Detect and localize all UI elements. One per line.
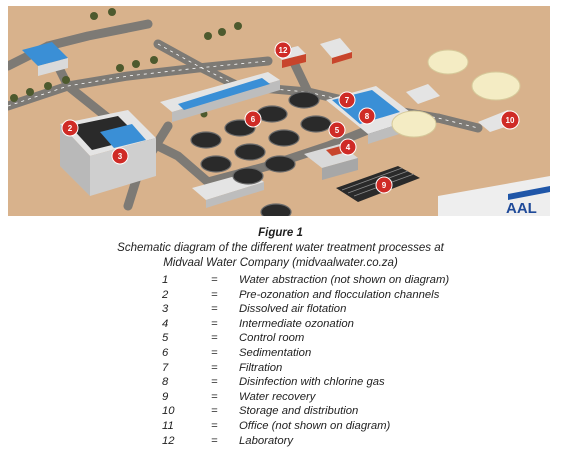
marker-4: 4	[339, 138, 357, 156]
marker-2-label: 2	[68, 124, 73, 133]
legend-separator: =	[211, 332, 218, 345]
legend-row: 1 = Water abstraction (not shown on diagra…	[162, 273, 542, 288]
legend-separator: =	[211, 419, 218, 432]
legend-row: 10 = Storage and distribution	[162, 404, 542, 419]
legend-text: Control room	[239, 332, 305, 345]
marker-7-label: 7	[345, 96, 350, 105]
road-markings	[8, 43, 479, 129]
figure-caption: Figure 1 Schematic diagram of the differ…	[0, 226, 561, 271]
marker-4-label: 4	[346, 143, 351, 152]
marker-12-label: 12	[279, 46, 288, 55]
lab-and-sheds	[274, 38, 520, 132]
legend-text: Pre-ozonation and flocculation channels	[239, 288, 440, 301]
legend-separator: =	[211, 434, 218, 447]
legend-separator: =	[211, 390, 218, 403]
legend-number: 11	[162, 419, 174, 432]
marker-8: 8	[358, 107, 376, 125]
marker-7: 7	[338, 91, 356, 109]
marker-2: 2	[61, 119, 79, 137]
marker-6: 6	[244, 110, 262, 128]
legend-row: 6 = Sedimentation	[162, 346, 542, 361]
legend-text: Dissolved air flotation	[239, 303, 347, 316]
plant-illustration: AAL 12 2 3 6 7 8 5	[8, 6, 550, 216]
legend-row: 2 = Pre-ozonation and flocculation channel…	[162, 288, 542, 303]
legend-separator: =	[211, 346, 218, 359]
marker-10-label: 10	[506, 116, 515, 125]
legend-text: Office (not shown on diagram)	[239, 419, 391, 432]
marker-9-label: 9	[382, 181, 387, 190]
legend-row: 8 = Disinfection with chlorine gas	[162, 375, 542, 390]
legend-separator: =	[211, 361, 218, 374]
legend-row: 4 = Intermediate ozonation	[162, 317, 542, 332]
marker-8-label: 8	[365, 112, 370, 121]
building-top-left	[22, 42, 68, 76]
legend-number: 8	[162, 376, 169, 389]
caption-line-1: Schematic diagram of the different water…	[117, 242, 444, 254]
marker-5: 5	[328, 121, 346, 139]
legend-text: Water recovery	[239, 390, 316, 403]
legend-number: 6	[162, 346, 169, 359]
figure-title: Figure 1	[258, 227, 303, 239]
legend-number: 2	[162, 288, 169, 301]
legend-row: 11 = Office (not shown on diagram)	[162, 419, 542, 434]
legend-separator: =	[211, 274, 218, 286]
legend-number: 1	[162, 274, 169, 286]
legend-text: Water abstraction (not shown on diagram)	[239, 274, 450, 286]
legend-text: Storage and distribution	[239, 405, 359, 418]
legend-number: 3	[162, 303, 169, 316]
building-sedimentation-channel	[160, 72, 280, 122]
legend-text: Disinfection with chlorine gas	[239, 376, 385, 389]
storage-tanks	[391, 49, 521, 138]
marker-9: 9	[375, 176, 393, 194]
marker-12: 12	[274, 41, 292, 59]
building-flotation	[60, 110, 156, 196]
legend-separator: =	[211, 288, 218, 301]
legend-number: 10	[162, 405, 175, 418]
legend-separator: =	[211, 376, 218, 389]
legend: 1 = Water abstraction (not shown on diagra…	[162, 273, 542, 448]
legend-number: 5	[162, 332, 169, 345]
legend-row: 3 = Dissolved air flotation	[162, 302, 542, 317]
marker-3-label: 3	[118, 152, 123, 161]
legend-separator: =	[211, 405, 218, 418]
caption-line-2: Midvaal Water Company (midvaalwater.co.z…	[163, 257, 398, 269]
marker-3: 3	[111, 147, 129, 165]
marker-6-label: 6	[251, 115, 256, 124]
marker-5-label: 5	[335, 126, 340, 135]
legend-number: 4	[162, 317, 169, 330]
legend-text: Filtration	[239, 361, 283, 374]
markers: 12 2 3 6 7 8 5 4	[61, 41, 520, 194]
legend-row: 12 = Laboratory	[162, 434, 542, 449]
banner-text: AAL	[506, 200, 537, 216]
banner: AAL	[438, 176, 550, 216]
legend-row: 7 = Filtration	[162, 361, 542, 376]
legend-number: 7	[162, 361, 169, 374]
legend-text: Sedimentation	[239, 346, 312, 359]
sedimentation-tanks	[190, 91, 332, 216]
legend-row: 9 = Water recovery	[162, 390, 542, 405]
legend-number: 9	[162, 390, 169, 403]
legend-text: Laboratory	[239, 434, 294, 447]
legend-row: 5 = Control room	[162, 331, 542, 346]
legend-number: 12	[162, 434, 175, 447]
marker-10: 10	[500, 110, 520, 130]
trees	[10, 8, 242, 118]
legend-text: Intermediate ozonation	[239, 317, 354, 330]
legend-separator: =	[211, 303, 218, 316]
legend-separator: =	[211, 317, 218, 330]
